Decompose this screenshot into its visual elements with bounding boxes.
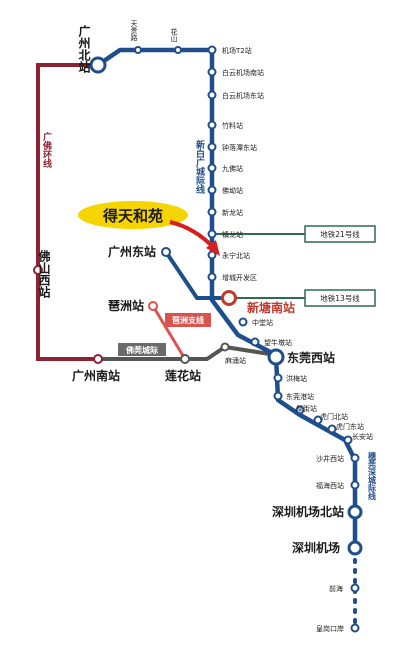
label-pazhou-branch: 琶洲支线	[172, 315, 204, 325]
main-line-stops	[134, 45, 360, 633]
callout-arrow	[169, 220, 216, 250]
label-guangzhou-south: 广州南站	[72, 368, 120, 383]
label-pazhou: 琶洲站	[108, 298, 144, 313]
label-fokan: 佛坳站	[222, 186, 243, 195]
label-humen-north: 虎门北站	[320, 412, 348, 421]
metro13-label: 地铁13号线	[320, 293, 360, 303]
label-shajing-west: 沙井西站	[316, 454, 344, 463]
guangfo-ring-line	[36, 63, 98, 361]
label-wangniudun: 望牛墩站	[264, 338, 292, 347]
label-zhongluotan-east: 钟落潭东站	[222, 143, 257, 152]
label-guangzhou-east: 广州东站	[108, 244, 156, 259]
label-dongguan-port: 东莞港站	[286, 392, 314, 401]
guangzhou-east-connector	[164, 250, 229, 300]
metro21-box	[304, 225, 376, 243]
callout-label: 得天和苑	[102, 207, 163, 225]
label-guangzhou-north: 广州北站	[77, 24, 91, 74]
xintang-south-marker[interactable]	[221, 290, 237, 306]
label-foguan-intercity: 佛莞城际	[125, 345, 158, 355]
label-baiyun-airport-south: 白云机场南站	[222, 68, 264, 77]
label-xinbai-intercity: 新白广城际线	[194, 139, 205, 195]
label-houjie: 厚街站	[296, 404, 317, 413]
label-chang-an: 长安站	[352, 432, 373, 441]
guangzhou-north-marker[interactable]	[89, 56, 107, 74]
label-xinlong: 新龙站	[222, 208, 243, 217]
foguan-tag	[118, 343, 166, 356]
label-zhenlong: 镇龙站	[222, 230, 243, 239]
label-baiyun-airport-east: 白云机场东站	[222, 91, 264, 100]
label-qianhai: 前海	[329, 584, 343, 593]
label-xintang-south: 新塘南站	[247, 300, 295, 315]
label-hongmei: 洪梅站	[286, 374, 307, 383]
metro13-box	[304, 289, 376, 307]
mayong-marker[interactable]	[220, 342, 230, 352]
lianhua-marker[interactable]	[180, 354, 190, 364]
label-lianhua: 莲花站	[165, 368, 201, 383]
label-humen-east: 虎门东站	[336, 422, 364, 431]
label-fuhai-west: 福海西站	[316, 481, 344, 490]
label-huanggang-port: 皇岗口岸	[316, 624, 344, 633]
label-zhongtang: 中堂站	[252, 318, 273, 327]
foshan-west-marker[interactable]	[33, 265, 43, 275]
shenzhen-airport-north-marker[interactable]	[347, 504, 363, 520]
label-mayong: 麻涌站	[225, 356, 246, 365]
callout-arrowhead	[206, 240, 220, 256]
label-foshan-west: 佛山西站	[37, 249, 51, 299]
label-tiangui-road: 天贵路	[130, 20, 138, 42]
shenzhen-airport-marker[interactable]	[347, 540, 363, 556]
label-shenzhen-airport-north: 深圳机场北站	[272, 504, 344, 519]
pazhou-marker[interactable]	[148, 301, 158, 311]
metro21-label: 地铁21号线	[320, 229, 360, 239]
label-huashan: 花山	[170, 27, 178, 43]
label-guanshen-intercity: 穗莞深城际线	[368, 451, 377, 501]
foguan-intercity-line	[98, 344, 277, 361]
callout-bubble	[78, 201, 188, 229]
label-dongguan-west: 东莞西站	[287, 350, 335, 365]
label-shenzhen-airport: 深圳机场	[292, 540, 340, 555]
label-yongning-north: 永宁北站	[222, 251, 250, 260]
pazhou-branch-line	[151, 305, 187, 360]
label-airport-t2: 机场T2站	[222, 46, 252, 55]
label-zengcheng-dev: 增城开发区	[222, 273, 257, 282]
label-zhuliao: 竹料站	[222, 121, 243, 130]
guangzhou-east-marker[interactable]	[161, 247, 171, 257]
label-jiufo: 九佛站	[222, 164, 243, 173]
label-guangfo-ring: 广佛环线	[41, 131, 53, 169]
guangzhou-south-marker[interactable]	[93, 354, 103, 364]
dongguan-west-marker[interactable]	[267, 348, 285, 366]
pazhou-branch-tag	[165, 313, 211, 327]
